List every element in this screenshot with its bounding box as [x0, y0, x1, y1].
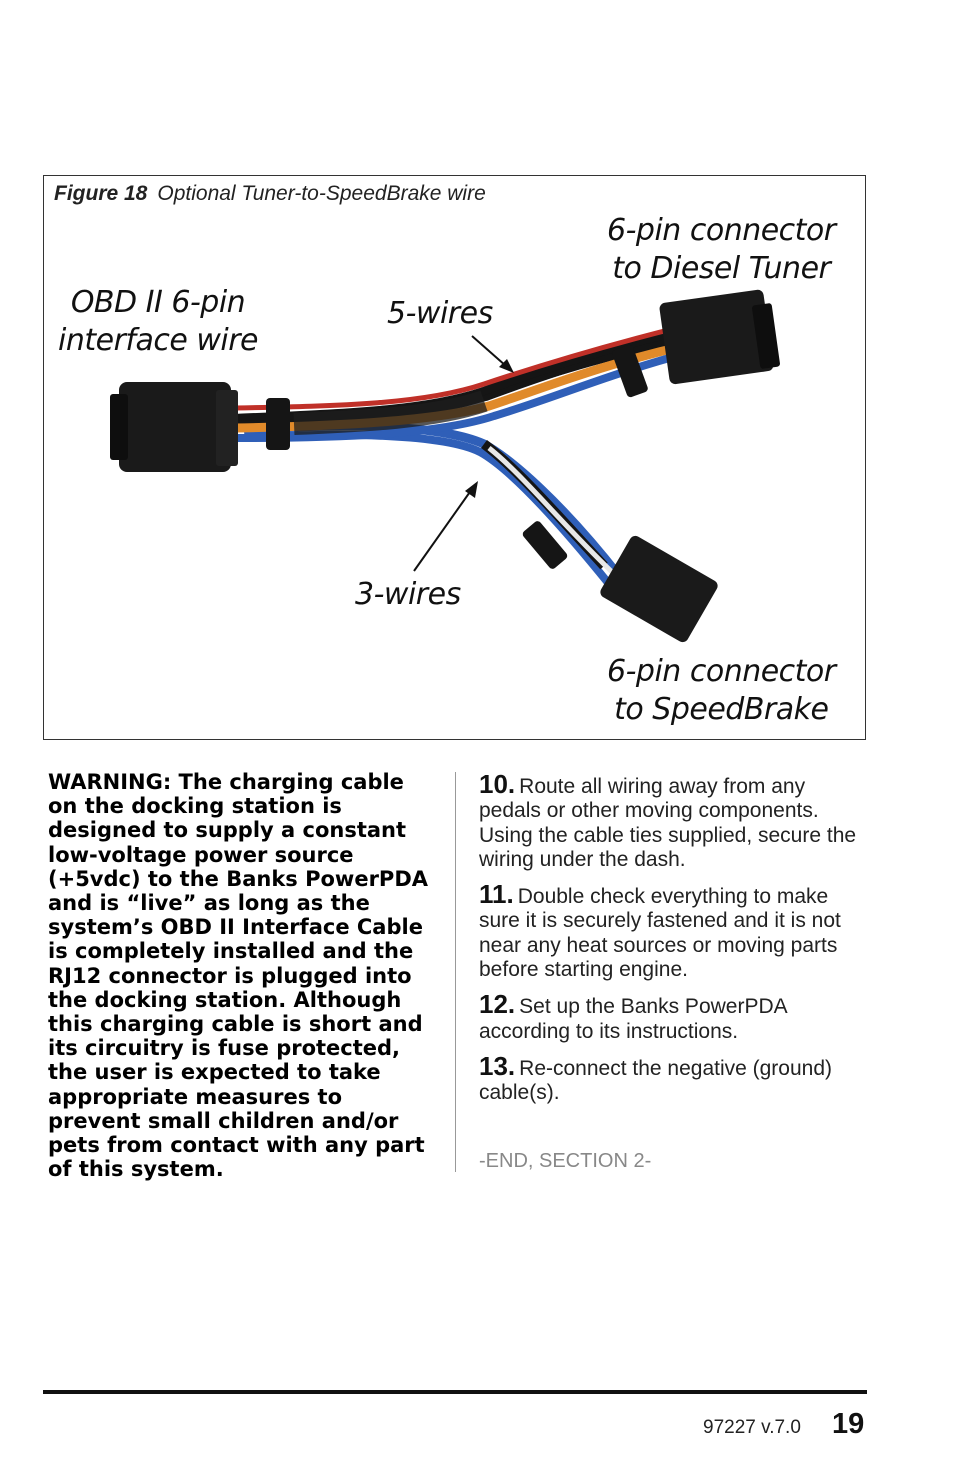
warning-paragraph: WARNING: The charging cable on the docki…	[48, 770, 440, 1181]
step-text: Double check everything to make sure it …	[479, 885, 841, 982]
page-number: 19	[832, 1408, 865, 1440]
warning-label: WARNING	[48, 770, 163, 794]
figure-label: Figure 18	[54, 182, 148, 205]
instruction-steps: 10.Route all wiring away from any pedals…	[479, 769, 869, 1116]
step-text: Set up the Banks PowerPDA according to i…	[479, 995, 787, 1043]
document-version: 97227 v.7.0	[703, 1417, 801, 1438]
step-number: 12.	[479, 989, 516, 1020]
step-number: 13.	[479, 1050, 516, 1081]
step-10: 10.Route all wiring away from any pedals…	[479, 769, 869, 872]
column-divider	[455, 772, 456, 1172]
figure-18: Figure 18 Optional Tuner-to-SpeedBrake wi…	[43, 175, 866, 740]
diesel-tuner-connector	[659, 289, 774, 385]
callout-obd-line2: interface wire	[58, 323, 259, 358]
obd-connector	[119, 382, 231, 472]
arrow-3-wires	[413, 488, 473, 572]
wire-blue-main	[233, 350, 686, 442]
step-12: 12.Set up the Banks PowerPDA according t…	[479, 989, 869, 1044]
callout-speedbrake-connector: 6-pin connector to SpeedBrake	[607, 653, 836, 729]
arrow-5-wires	[471, 335, 507, 367]
cable-tie	[612, 344, 648, 398]
step-number: 10.	[479, 769, 516, 799]
step-13: 13.Re-connect the negative (ground) cabl…	[479, 1050, 869, 1106]
figure-caption: Figure 18 Optional Tuner-to-SpeedBrake wi…	[54, 182, 486, 206]
wire-red-main	[233, 323, 685, 411]
footer-rule	[43, 1390, 867, 1394]
step-text: Route all wiring away from any pedals or…	[479, 775, 857, 871]
callout-5-wires: 5-wires	[387, 296, 493, 331]
cable-tie	[522, 521, 568, 569]
callout-obd-interface-wire: OBD II 6-pin interface wire	[58, 284, 259, 360]
callout-obd-line1: OBD II 6-pin	[70, 285, 246, 320]
callout-diesel-line2: to Diesel Tuner	[612, 251, 831, 286]
cable-tie	[266, 398, 290, 450]
wire-harness-illustration	[110, 289, 780, 643]
warning-text: : The charging cable on the docking stat…	[48, 770, 428, 1182]
figure-title: Optional Tuner-to-SpeedBrake wire	[157, 182, 486, 205]
callout-speedbrake-line1: 6-pin connector	[607, 654, 836, 689]
callout-3-wires: 3-wires	[355, 577, 461, 612]
step-text: Re-connect the negative (ground) cable(s…	[479, 1056, 833, 1105]
callout-diesel-tuner-connector: 6-pin connector to Diesel Tuner	[607, 212, 836, 288]
callout-speedbrake-line2: to SpeedBrake	[614, 692, 829, 727]
end-section-note: -END, SECTION 2-	[479, 1150, 652, 1172]
step-number: 11.	[479, 879, 514, 910]
step-11: 11.Double check everything to make sure …	[479, 879, 869, 982]
callout-diesel-line1: 6-pin connector	[607, 213, 836, 248]
speedbrake-connector	[600, 535, 718, 643]
